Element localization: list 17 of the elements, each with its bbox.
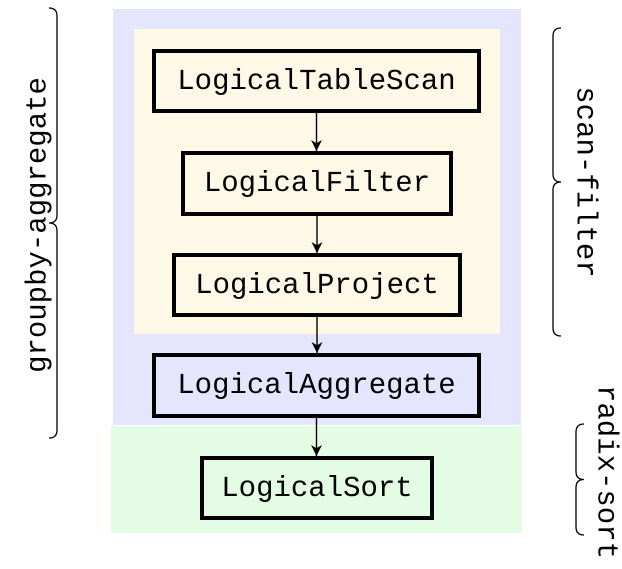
group-label: scan-filter bbox=[570, 86, 600, 278]
arrow bbox=[312, 216, 322, 253]
operator-box bbox=[200, 456, 434, 520]
operator-label: LogicalTableScan bbox=[177, 64, 456, 98]
arrow bbox=[311, 113, 322, 151]
arrow bbox=[312, 317, 322, 353]
operator-label: LogicalAggregate bbox=[177, 369, 456, 402]
group-label: groupby-aggregate bbox=[24, 77, 52, 373]
operator-box bbox=[152, 353, 481, 418]
operator-label: LogicalSort bbox=[221, 472, 413, 504]
arrow bbox=[311, 418, 322, 456]
operator-label: LogicalFilter bbox=[204, 167, 430, 200]
operator-box bbox=[152, 49, 481, 113]
operator-box bbox=[181, 151, 453, 216]
group-label: radix-sort bbox=[592, 384, 620, 560]
operator-box bbox=[172, 253, 462, 317]
operator-label: LogicalProject bbox=[195, 268, 439, 302]
